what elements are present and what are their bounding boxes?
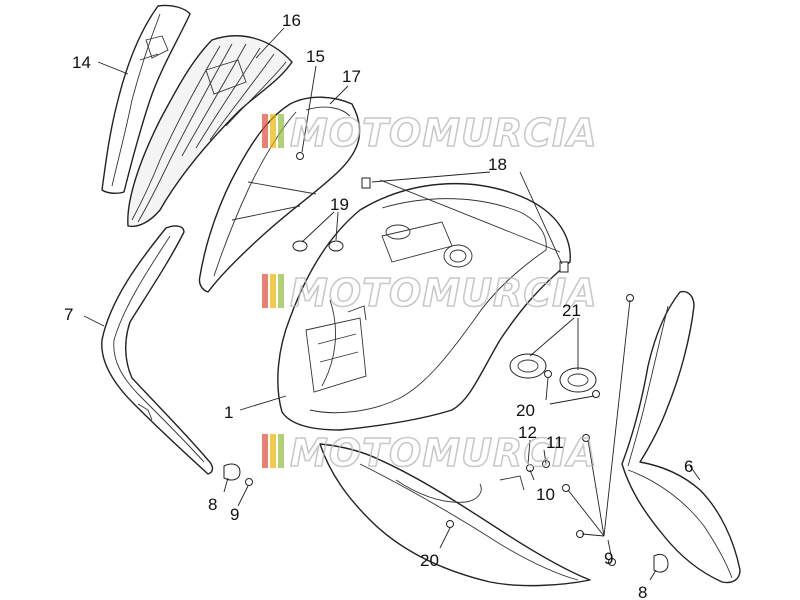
watermark-middle: MOTOMURCIA	[262, 270, 598, 316]
part-8-bushings	[223, 463, 669, 573]
part-7-left-side-trim	[101, 225, 214, 475]
watermark-bottom: MOTOMURCIA	[262, 430, 598, 476]
part-6-right-side-trim	[621, 290, 741, 584]
part-1-lower-section	[319, 443, 591, 587]
callout-labels: 14 16 15 17 18 19 7 1 21 20 12 11 10 6 8…	[64, 11, 693, 600]
label-part-8-left: 8	[208, 495, 217, 514]
label-part-15: 15	[306, 47, 325, 66]
label-part-12: 12	[518, 423, 537, 442]
label-part-14: 14	[72, 53, 91, 72]
label-part-9-right: 9	[604, 549, 613, 568]
watermark-text-middle: MOTOMURCIA	[290, 271, 598, 315]
leader-lines	[83, 27, 701, 581]
label-part-20-lower: 20	[420, 551, 439, 570]
label-part-11: 11	[546, 433, 564, 452]
part-18-clips	[361, 177, 569, 273]
label-part-16: 16	[282, 11, 301, 30]
label-part-19: 19	[330, 195, 349, 214]
label-part-1: 1	[224, 403, 233, 422]
label-part-10: 10	[536, 485, 555, 504]
label-part-21: 21	[562, 301, 581, 320]
part-16-front-grille	[127, 35, 293, 228]
part-19-grommets	[292, 240, 344, 252]
label-part-6: 6	[684, 457, 693, 476]
part-1-front-shield	[277, 179, 571, 431]
part-14-front-trim-strip	[101, 4, 191, 195]
label-part-9-left: 9	[230, 505, 239, 524]
label-part-8-right: 8	[638, 583, 647, 600]
part-21-round-caps	[509, 353, 597, 393]
watermark-text-bottom: MOTOMURCIA	[290, 431, 598, 475]
watermark-text-top: MOTOMURCIA	[290, 111, 598, 155]
screws	[245, 152, 634, 566]
label-part-20-upper: 20	[516, 401, 535, 420]
label-part-18: 18	[488, 155, 507, 174]
label-part-7: 7	[64, 305, 73, 324]
label-part-17: 17	[342, 67, 361, 86]
watermark-top: MOTOMURCIA	[262, 110, 598, 156]
